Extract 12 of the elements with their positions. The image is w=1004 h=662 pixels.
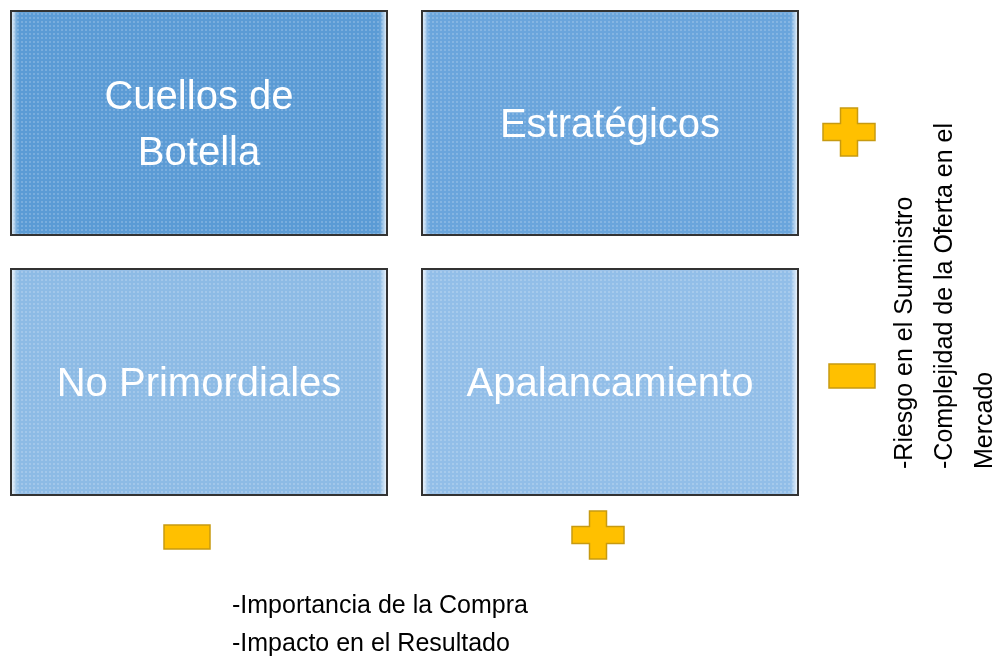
quadrant-title: No Primordiales — [55, 359, 343, 406]
quadrant-title: Estratégicos — [498, 100, 722, 147]
quadrant-title: Cuellos de Botella — [103, 72, 295, 175]
axis-label: -Riesgo en el Suministro — [888, 195, 918, 469]
quadrant-box — [421, 268, 799, 496]
axis-label: -Impacto en el Resultado — [232, 628, 510, 657]
quadrant-title: Apalancamiento — [465, 359, 755, 406]
quadrant-box — [10, 10, 388, 236]
axis-label: -Importancia de la Compra — [232, 590, 528, 619]
quadrant-box — [10, 268, 388, 496]
quadrant-box — [421, 10, 799, 236]
axis-label: -Complejidad de la Oferta en el Mercado — [928, 121, 998, 469]
